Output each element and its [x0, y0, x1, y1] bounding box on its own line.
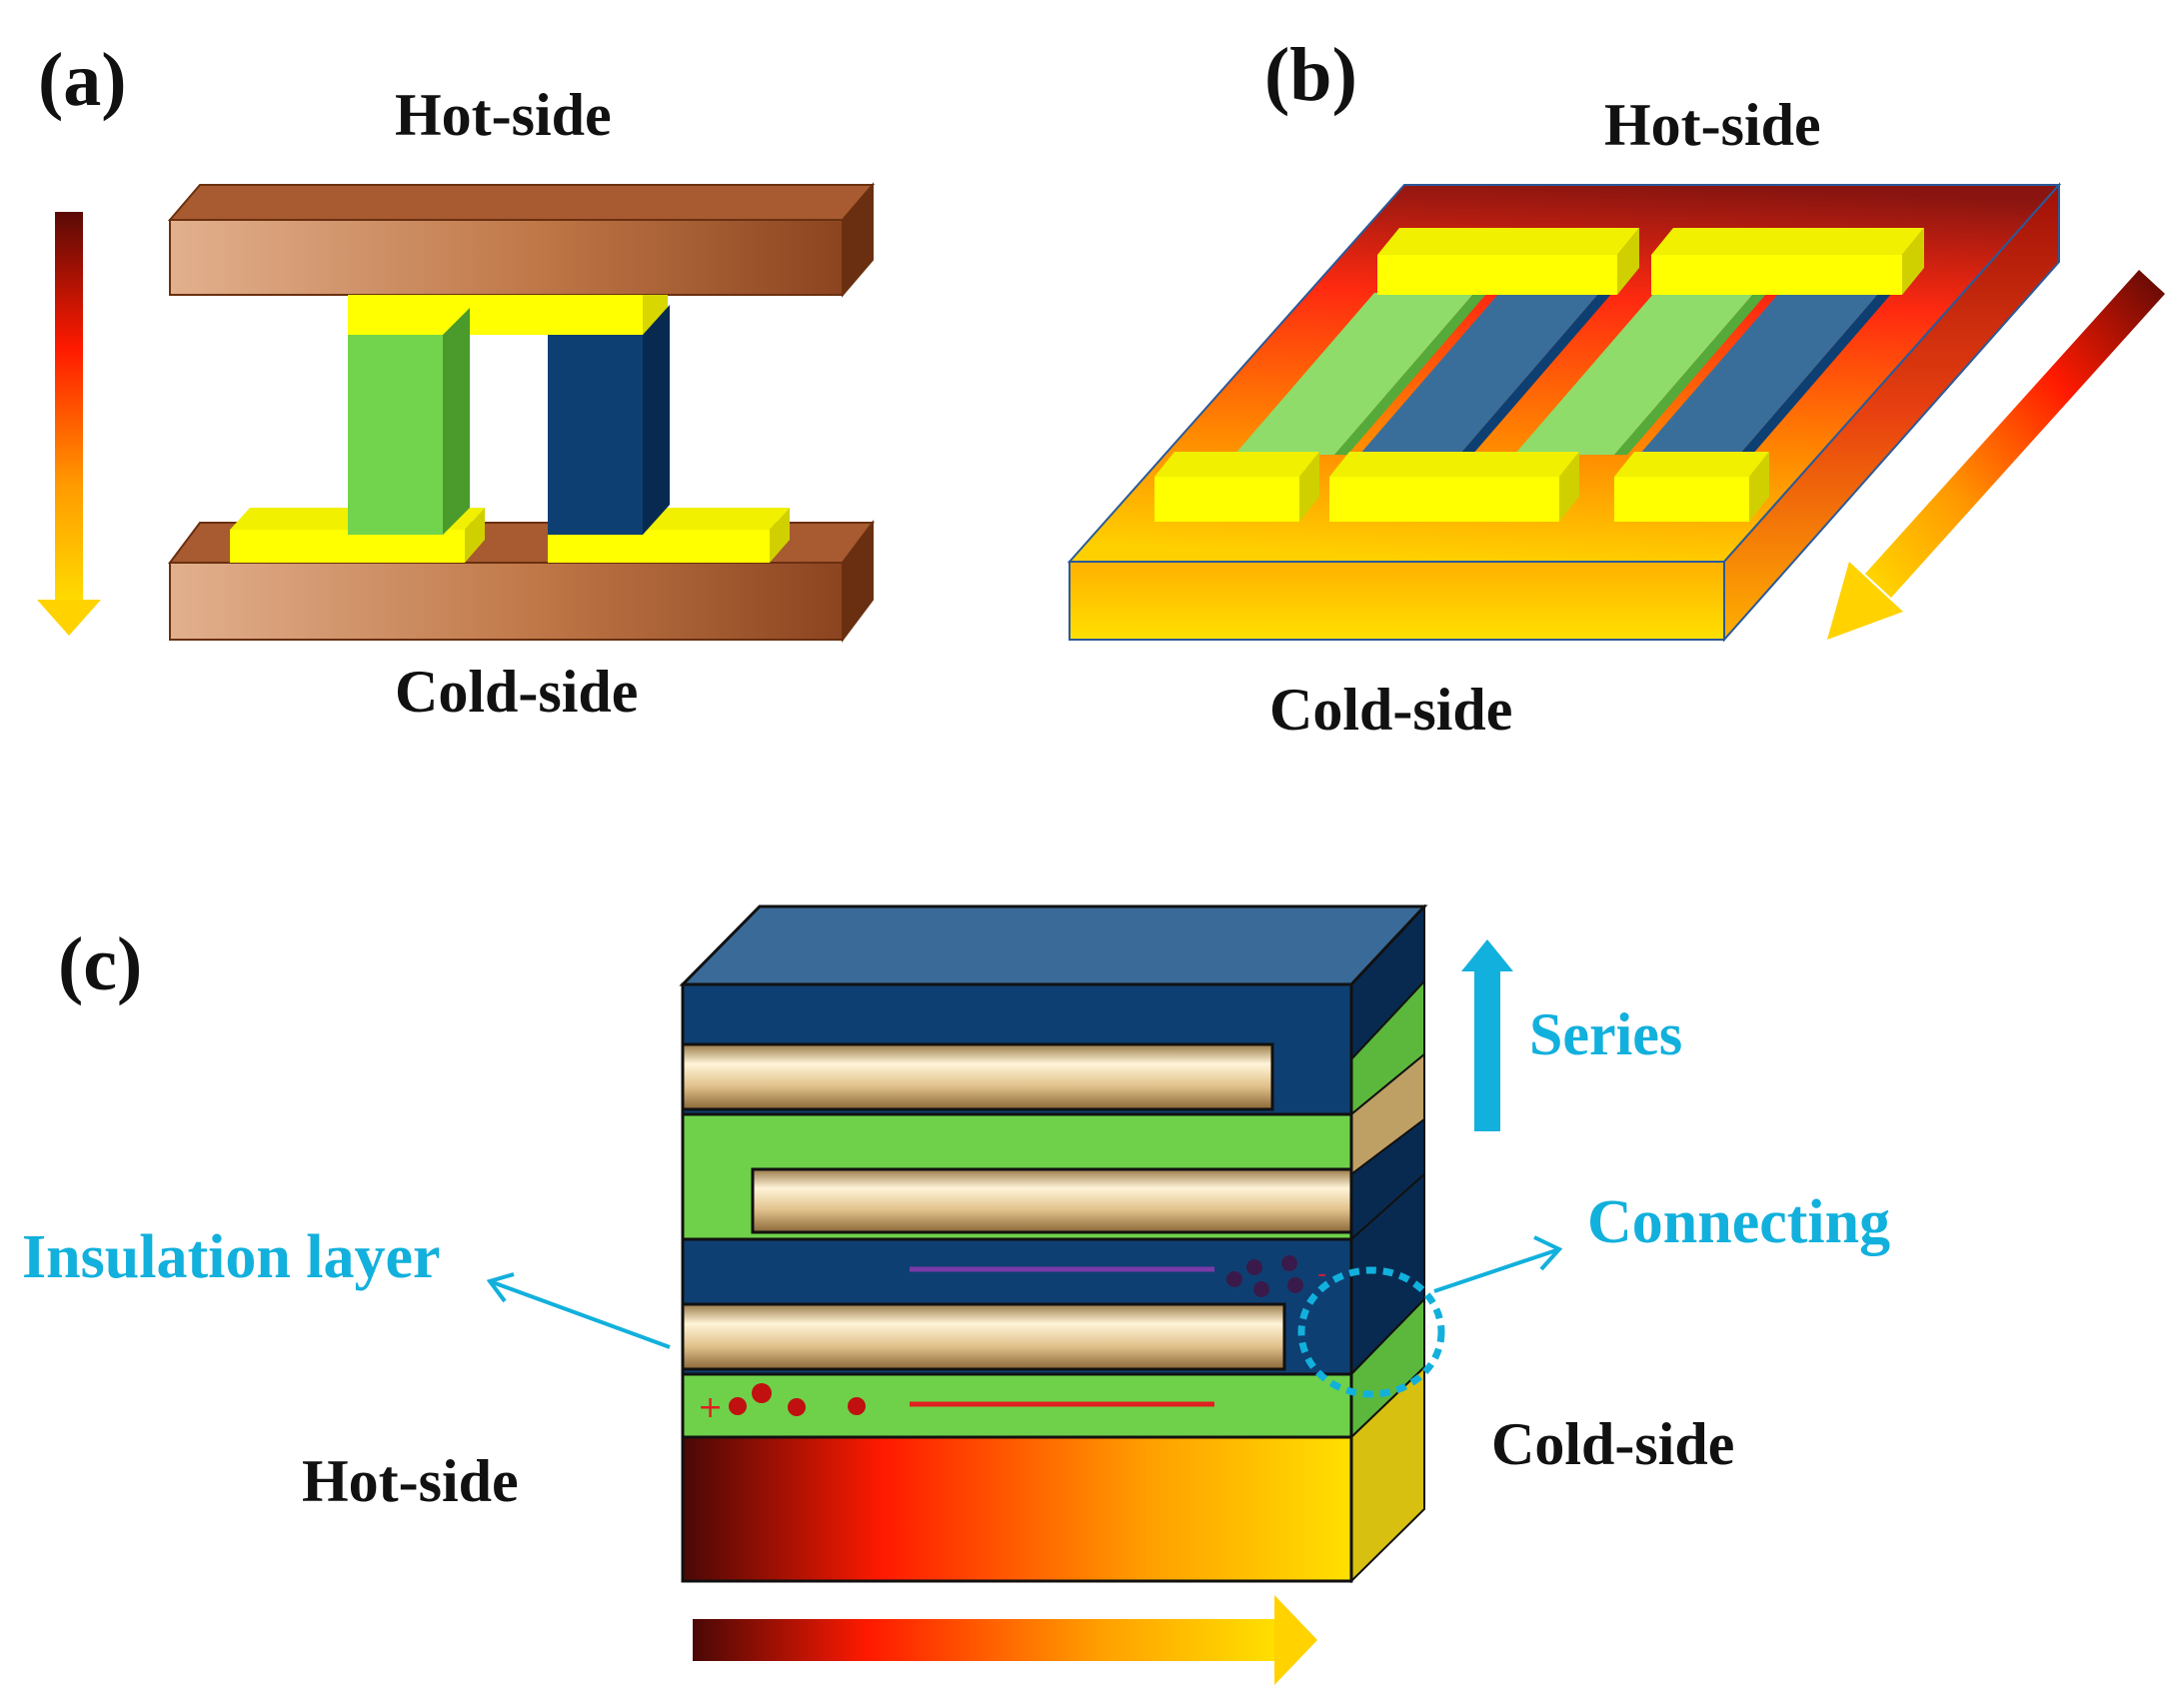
- panel-c: (c): [22, 903, 1890, 1685]
- panel-a-hot-side-label: Hot-side: [395, 82, 612, 148]
- panel-b-letter: (b): [1264, 33, 1357, 117]
- panel-b: (b) Hot-side Cold-side: [1067, 33, 2165, 743]
- connecting-label: Connecting: [1587, 1188, 1890, 1256]
- minus-sign: -: [1317, 1259, 1326, 1289]
- p-type-leg-a: [348, 308, 470, 535]
- temperature-gradient-arrow-a: [37, 212, 101, 636]
- temperature-gradient-arrow-b: [1827, 270, 2165, 640]
- panel-b-hot-side-label: Hot-side: [1604, 92, 1821, 158]
- bottom-electrode-b1: [1154, 452, 1319, 522]
- panel-a-letter: (a): [38, 38, 127, 122]
- bottom-electrode-right: [548, 508, 790, 563]
- panel-c-hot-side-label: Hot-side: [302, 1448, 519, 1514]
- insulation-layer-label: Insulation layer: [22, 1223, 441, 1291]
- plus-sign: +: [698, 1390, 723, 1425]
- p-type-leg-b2: [1514, 293, 1767, 455]
- layered-stack-top: [679, 904, 1428, 986]
- electron-particles: -: [1226, 1255, 1326, 1297]
- n-type-leg-a: [548, 305, 670, 535]
- insulation-pointer: [486, 1272, 671, 1349]
- n-type-leg-b2: [1639, 293, 1892, 455]
- bottom-electrode-b2: [1329, 452, 1579, 522]
- series-label: Series: [1529, 1001, 1682, 1067]
- carrier-flow-lines: [910, 1266, 1214, 1407]
- top-electrode-b1: [1377, 228, 1639, 295]
- panel-c-cold-side-label: Cold-side: [1491, 1411, 1734, 1477]
- hot-side-copper-plate: [167, 182, 876, 298]
- panel-c-letter: (c): [58, 922, 142, 1006]
- connecting-pointer: [1433, 1235, 1563, 1293]
- panel-a-cold-side-label: Cold-side: [395, 659, 638, 725]
- insulation-layers: [681, 1042, 1353, 1371]
- connecting-region-circle: [1297, 1266, 1445, 1398]
- top-electrode: [348, 295, 668, 335]
- panel-b-cold-side-label: Cold-side: [1269, 677, 1512, 743]
- temperature-gradient-arrow-c: [693, 1595, 1317, 1685]
- layered-stack-side: [1350, 903, 1425, 1584]
- series-arrow: [1461, 939, 1513, 1131]
- top-electrode-b2: [1651, 228, 1924, 295]
- hole-particles: +: [698, 1383, 866, 1425]
- bottom-electrode-b3: [1614, 452, 1769, 522]
- n-type-leg-b1: [1359, 293, 1612, 455]
- panel-a: (a) Hot-side Cold-side: [37, 38, 876, 725]
- p-type-leg-b1: [1234, 293, 1487, 455]
